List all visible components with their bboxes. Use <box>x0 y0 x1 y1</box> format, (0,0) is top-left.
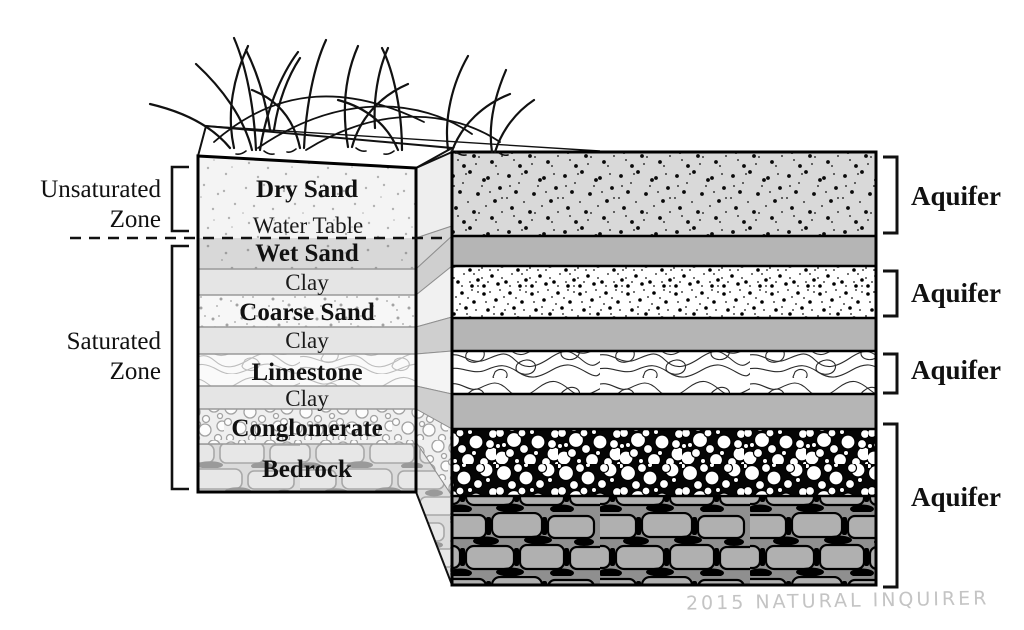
aquifer-bracket-1 <box>883 155 899 235</box>
unsaturated-zone-label-line2: Zone <box>110 206 161 233</box>
magnified-block-border <box>450 150 878 587</box>
unsaturated-zone-bracket <box>170 165 189 233</box>
layer-bedrock <box>198 444 416 492</box>
watermark: 2015 NATURAL INQUIRER <box>686 587 990 614</box>
layer-wet-sand <box>198 238 416 269</box>
saturated-zone-label-line1: Saturated <box>67 328 162 355</box>
magnified-aquifer-block <box>450 150 878 587</box>
layer-label-wet-sand: Wet Sand <box>255 240 359 267</box>
aquifer-label-3: Aquifer <box>911 355 1001 385</box>
unsaturated-zone-label-line1: Unsaturated <box>40 176 161 203</box>
layer-label-conglomerate: Conglomerate <box>231 415 382 442</box>
layer-label-clay-3: Clay <box>285 386 329 411</box>
aquifer-bracket-4 <box>883 422 899 589</box>
layer-clay-3 <box>198 386 416 409</box>
layer-label-bedrock: Bedrock <box>262 456 352 483</box>
aquifer-bracket-3 <box>883 352 899 395</box>
magnifier-callout-line <box>205 125 601 152</box>
aquifer-label-1: Aquifer <box>911 181 1001 211</box>
layer-clay-2 <box>198 327 416 354</box>
magnified-layer-clay-2 <box>452 318 876 351</box>
aquifer-label-4: Aquifer <box>911 482 1001 512</box>
magnified-layer-clay-3 <box>452 394 876 429</box>
layer-coarse-sand <box>198 295 416 327</box>
layer-label-water-table: Water Table <box>253 213 363 238</box>
layer-label-clay-1: Clay <box>285 270 329 295</box>
magnified-layer-bedrock <box>452 496 876 585</box>
layer-limestone <box>198 354 416 386</box>
magnified-layer-coarse-sand <box>452 266 876 318</box>
layer-label-clay-2: Clay <box>285 328 329 353</box>
block-side-face <box>415 150 453 586</box>
magnified-layer-limestone <box>452 351 876 394</box>
left-zone-labels: Unsaturated Zone Saturated Zone <box>40 165 189 491</box>
grass-illustration <box>148 36 536 157</box>
aquifer-bracket-2 <box>883 269 899 318</box>
magnified-layer-clay-1 <box>452 236 876 266</box>
layer-clay-1 <box>198 269 416 295</box>
layer-conglomerate <box>198 409 416 444</box>
magnified-layer-sand <box>452 152 876 236</box>
magnified-layer-conglomerate <box>452 429 876 496</box>
soil-block: Dry Sand Water Table Wet Sand Clay Coars… <box>196 154 418 494</box>
layer-dry-sand <box>198 156 416 238</box>
saturated-zone-label-line2: Zone <box>110 358 161 385</box>
aquifer-label-2: Aquifer <box>911 278 1001 308</box>
aquifer-annotations: Aquifer Aquifer Aquifer Aquifer <box>883 155 1001 589</box>
saturated-zone-bracket <box>170 244 189 491</box>
layer-label-dry-sand: Dry Sand <box>256 176 358 203</box>
layer-label-limestone: Limestone <box>251 359 362 386</box>
soil-block-border <box>196 154 418 494</box>
layer-label-coarse-sand: Coarse Sand <box>239 299 375 326</box>
